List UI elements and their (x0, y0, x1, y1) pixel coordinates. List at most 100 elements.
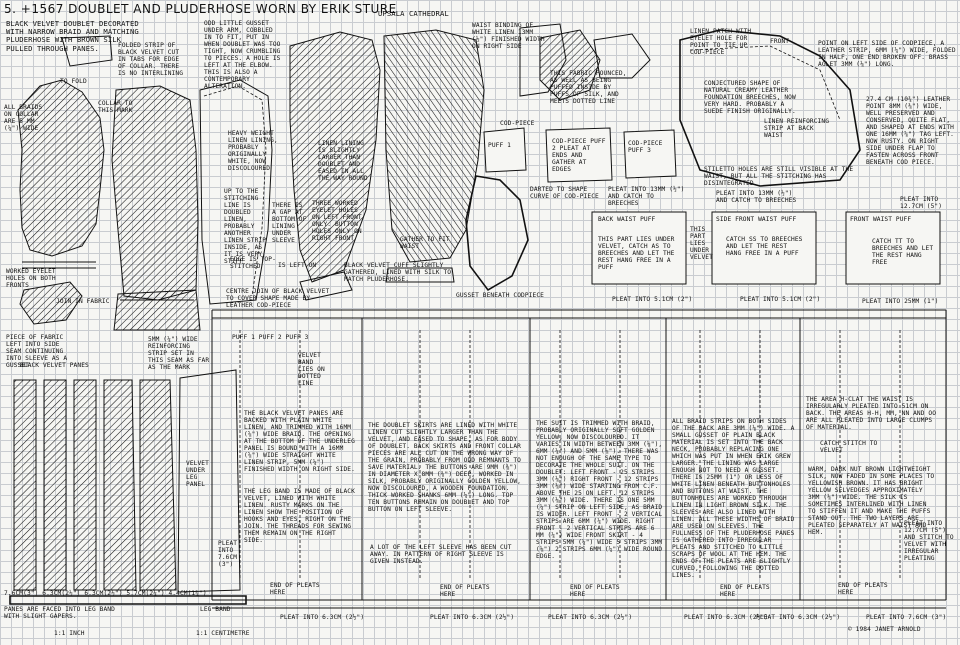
catch-tt-note: CATCH TT TO BREECHES AND LET THE REST HA… (872, 238, 934, 266)
doublet-back-skirt (113, 289, 201, 331)
back-waist-puff (591, 211, 687, 285)
catch-stitch-label: CATCH STITCH TO VELVET (820, 440, 878, 454)
pluderhose-panels (211, 309, 947, 600)
leather-point-note: 27.4 CM (10¾") LEATHER POINT 8MM (⅜") WI… (866, 96, 954, 166)
codpiece-puff-3 (623, 129, 677, 179)
velvet-panes-text: THE BLACK VELVET PANES ARE BACKED WITH P… (244, 410, 355, 473)
up-to-stitching-note: UP TO THE STITCHING LINE IS DOUBLED LINE… (224, 188, 267, 265)
bottom-pleat-6: PLEAT INTO 7.6CM (3") (866, 614, 947, 621)
to-fold-label: TO FOLD (60, 78, 87, 85)
heavy-linen-note: HEAVY WEIGHT LINEN LINING, PROBABLY ORIG… (228, 130, 278, 172)
sleeve-piece (289, 31, 381, 283)
braid-strips-text: ALL BRAID STRIPS ON BOTH SIDES OF THE BA… (672, 418, 795, 579)
folded-strip-note: FOLDED STRIP OF BLACK VELVET CUT IN TABS… (118, 42, 184, 77)
panel-divisions (361, 318, 801, 600)
doublet-skirts-text: THE DOUBLET SKIRTS ARE LINED WITH WHITE … (368, 422, 522, 513)
is-left-on-note: IS LEFT ON (278, 262, 317, 269)
bottom-pleat-2: PLEAT INTO 6.3CM (2½") (430, 614, 515, 621)
side-front-puff-title: SIDE FRONT WAIST PUFF (716, 216, 797, 223)
pleat-into-label: PLEAT INTO 7.6CM (3") (218, 540, 238, 568)
linen-reinforcing-note: LINEN REINFORCING STRIP AT BACK WAIST (764, 118, 830, 139)
scale-inch: 1:1 INCH (54, 630, 85, 637)
velvet-cuff-note: BLACK VELVET CUFF SLIGHTLY GATHERED, LIN… (344, 262, 452, 283)
end-of-pleats-3: END OF PLEATS HERE (570, 584, 620, 598)
stiletto-note: STILETTO HOLES ARE STILL VISIBLE AT THE … (704, 166, 854, 187)
black-velvet-panes-label: BLACK VELVET PANES (20, 362, 89, 369)
bottom-pleat-5: PLEAT INTO 6.3CM (2½") (756, 614, 841, 621)
join-fabric-label: JOIN IN FABRIC (56, 298, 110, 305)
doublet-front-collar (61, 35, 113, 67)
point-on-left-note: POINT ON LEFT SIDE OF CODPIECE, A LEATHE… (818, 40, 956, 68)
bottom-pleat-4: PLEAT INTO 6.3CM (2½") (684, 614, 769, 621)
intro-note: BLACK VELVET DOUBLET DECORATED WITH NARR… (6, 19, 139, 53)
pleat-25-label: PLEAT INTO 25MM (1") (862, 298, 939, 305)
linen-patch-note: LINEN PATCH WITH EYELET HOLE FOR POINT T… (690, 28, 752, 56)
sleeve-cuff (299, 271, 353, 301)
bottom-pleat-3: PLEAT INTO 6.3CM (2½") (548, 614, 633, 621)
suit-trimmed-text: THE SUIT IS TRIMMED WITH BRAID, PROBABLY… (536, 420, 663, 560)
lining-slightly-note: LINEN LINING IS SLIGHTLY LARGER THAN DOU… (318, 140, 368, 182)
doublet-front-piece (17, 79, 105, 257)
back-waist-puff-title: BACK WAIST PUFF (598, 216, 656, 223)
braids-collar-note: ALL BRAIDS ON COLLAR ARE 5 MM (¼") WIDE (4, 104, 43, 132)
pleat-5-label: PLEAT INTO 5.1CM (2") (612, 296, 693, 303)
gather-fit-label: GATHER TO FIT WAIST (400, 236, 450, 250)
this-part-lies-2: THIS PART LIES UNDER VELVET (690, 226, 713, 261)
pleat-13-label: PLEAT INTO 13MM (½") AND CATCH TO BREECH… (608, 186, 685, 207)
leg-panes (13, 369, 241, 593)
warm-dark-text: WARM, DARK NUT BROWN LIGHTWEIGHT SILK, N… (808, 466, 935, 536)
left-sleeve-text: A LOT OF THE LEFT SLEEVE HAS BEEN CUT AW… (370, 544, 512, 565)
lining-outline (199, 79, 273, 305)
cod-puff-2-label: COD-PIECE PUFF 2 PLEAT AT ENDS AND GATHE… (552, 138, 606, 173)
doublet-skirt-front (19, 281, 83, 325)
puff-1-label: PUFF 1 (488, 142, 511, 149)
bottom-pleat-1: PLEAT INTO 6.3CM (2½") (280, 614, 365, 621)
end-of-pleats-5: END OF PLEATS HERE (838, 582, 888, 596)
breeches-foundation (679, 29, 861, 187)
catch-55-note: CATCH SS TO BREECHES AND LET THE REST HA… (726, 236, 803, 257)
cod-piece-label: COD-PIECE (500, 120, 535, 127)
puffs-label: PUFF 1 PUFF 2 PUFF 3 (232, 334, 309, 341)
this-part-lies-note: THIS PART LIES UNDER VELVET, CATCH AS TO… (598, 236, 675, 271)
pleat-into-right-note: PLEAT INTO 12.7CM (5") AND STITCH TO VEL… (904, 520, 954, 562)
pleat-127-label: PLEAT INTO 12.7CM (5") (900, 196, 943, 210)
pleat-5b-label: PLEAT INTO 5.1CM (2") (740, 296, 821, 303)
side-front-waist-puff (711, 211, 817, 285)
cod-puff-3-label: COD-PIECE PUFF 3 (628, 140, 663, 154)
eyelets-note: THREE WORKED EYELET HOLES ON LEFT FRONT … (312, 200, 362, 242)
subtitle: UPSALA CATHEDRAL (378, 9, 449, 18)
end-of-pleats-2: END OF PLEATS HERE (440, 584, 490, 598)
codpiece-puff-1 (483, 127, 527, 173)
end-of-pleats-1: END OF PLEATS HERE (270, 582, 320, 596)
conjectured-note: CONJECTURED SHAPE OF NATURAL CREAMY LEAT… (704, 80, 796, 115)
fabric-pounced-note: THIS FABRIC POUNCED, AS WELL AS BEING PU… (550, 70, 627, 105)
sleeve-upper-piece (383, 29, 485, 263)
leg-band-text: THE LEG BAND IS MADE OF BLACK VELVET, LI… (244, 488, 355, 544)
scale-cm: 1:1 CENTIMETRE (196, 630, 250, 637)
doublet-back-piece (111, 85, 199, 301)
gap-note: THERE IS A GAP AT BOTTOM OF LINING UNDER… (272, 202, 307, 244)
area-h-clat-text: THE AREA H-CLAT THE WAIST IS IRREGULARLY… (806, 396, 937, 431)
leather-codpiece-shape (465, 175, 529, 292)
page-title: 5. +1567 DOUBLET AND PLUDERHOSE WORN BY … (4, 2, 397, 16)
gusset-beneath-label: GUSSET BENEATH CODPIECE (456, 292, 544, 299)
front-label: FRONT (770, 38, 790, 45)
old-gusset-note: ODD LITTLE GUSSET UNDER ARM, COBBLED IN … (204, 20, 281, 90)
piece-fabric-note: PIECE OF FABRIC LEFT INTO SIDE SEAM CONT… (6, 334, 68, 369)
leg-band (9, 595, 247, 605)
leg-widths-label: 7.6CM(3") 6.3CM(2½") 6.3CM(2½") 5.7CM(2¼… (4, 590, 207, 597)
front-waist-puff-title: FRONT WAIST PUFF (850, 216, 912, 223)
codpiece-puff-2 (545, 127, 613, 183)
codpiece-puffs (539, 29, 601, 101)
leg-band-label: LEG BAND (200, 606, 231, 613)
pleat-13b-label: PLEAT INTO 13MM (½") AND CATCH TO BREECH… (716, 190, 797, 204)
collar-mark-label: COLLAR TO THIS MARK (98, 100, 133, 114)
edge-topstitched-note: EDGE IS TOP-STITCHED (230, 256, 276, 270)
end-of-pleats-4: END OF PLEATS HERE (720, 584, 770, 598)
front-waist-puff (845, 211, 941, 285)
centre-join-note: CENTRE JOIN OF BLACK VELVET TO COVER SHA… (226, 288, 330, 309)
panes-faced-note: PANES ARE FACED INTO LEG BAND WITH SLIGH… (4, 606, 115, 620)
worked-eyelet-note: WORKED EYELET HOLES ON BOTH FRONTS (6, 268, 56, 289)
